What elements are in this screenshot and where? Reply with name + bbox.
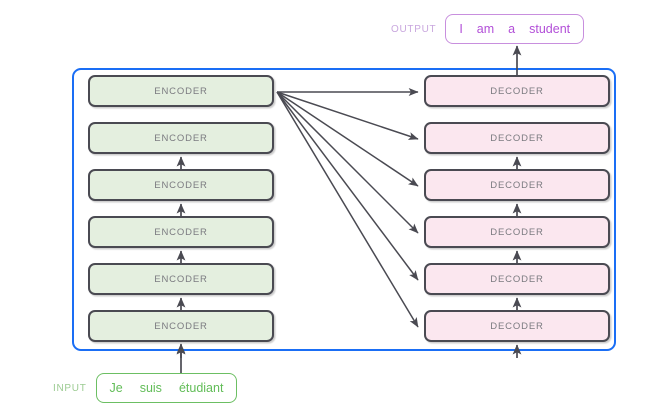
input-token: Je [109,381,123,395]
encoder-layer-4[interactable]: ENCODER [88,216,274,248]
encoder-layer-label: ENCODER [154,273,208,285]
input-token: suis [139,381,162,395]
encoder-layer-2[interactable]: ENCODER [88,122,274,154]
input-token: étudiant [178,381,224,395]
decoder-stack: DECODER DECODER DECODER DECODER DECODER … [424,75,610,342]
encoder-layer-label: ENCODER [154,320,208,332]
decoder-layer-4[interactable]: DECODER [424,216,610,248]
output-token: I [459,22,463,36]
model-container [72,68,616,351]
decoder-layer-label: DECODER [490,273,544,285]
encoder-layer-3[interactable]: ENCODER [88,169,274,201]
output-sentence-box[interactable]: I am a student [445,14,585,44]
decoder-layer-5[interactable]: DECODER [424,263,610,295]
input-sentence-box[interactable]: Je suis étudiant [95,373,238,403]
decoder-layer-label: DECODER [490,85,544,97]
encoder-layer-label: ENCODER [154,179,208,191]
encoder-layer-label: ENCODER [154,226,208,238]
input-row: INPUT Je suis étudiant [53,373,238,403]
encoder-layer-label: ENCODER [154,85,208,97]
output-token: a [508,22,516,36]
decoder-layer-label: DECODER [490,226,544,238]
decoder-layer-2[interactable]: DECODER [424,122,610,154]
encoder-layer-6[interactable]: ENCODER [88,310,274,342]
decoder-layer-6[interactable]: DECODER [424,310,610,342]
decoder-layer-label: DECODER [490,179,544,191]
decoder-layer-1[interactable]: DECODER [424,75,610,107]
output-token: am [476,22,495,36]
encoder-stack: ENCODER ENCODER ENCODER ENCODER ENCODER … [88,75,274,342]
output-label: OUTPUT [391,23,437,35]
output-token: student [529,22,571,36]
decoder-layer-label: DECODER [490,132,544,144]
encoder-layer-label: ENCODER [154,132,208,144]
decoder-layer-label: DECODER [490,320,544,332]
input-label: INPUT [53,382,87,394]
decoder-layer-3[interactable]: DECODER [424,169,610,201]
output-row: OUTPUT I am a student [391,14,585,44]
encoder-layer-5[interactable]: ENCODER [88,263,274,295]
encoder-layer-1[interactable]: ENCODER [88,75,274,107]
